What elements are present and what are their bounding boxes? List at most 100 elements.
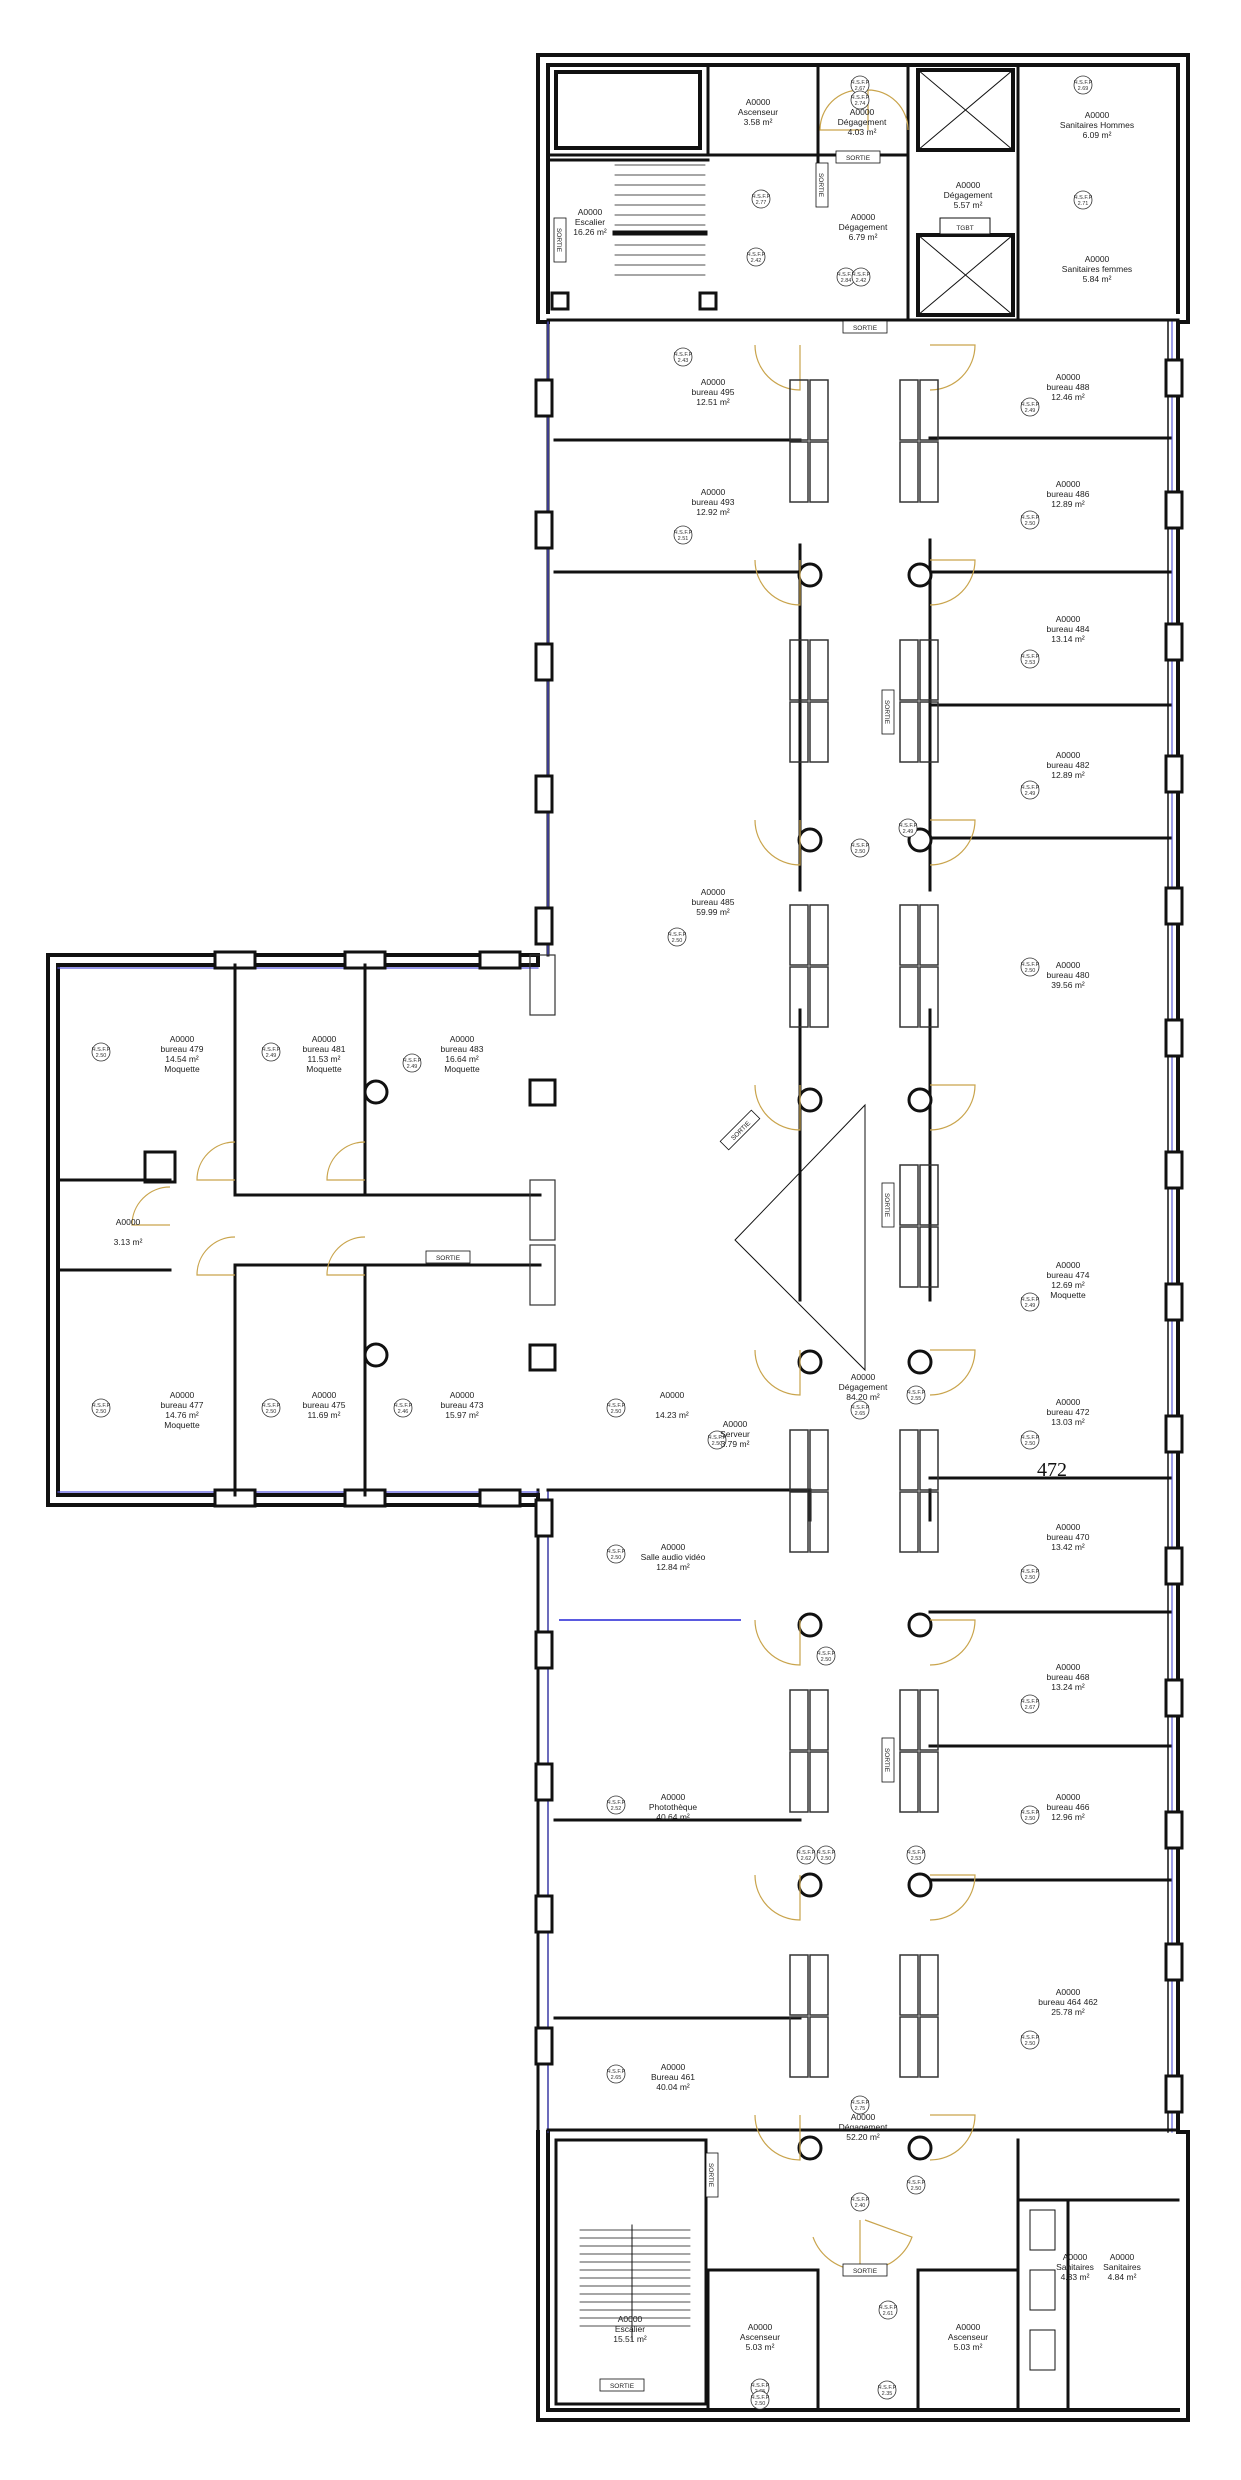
door-swing <box>929 1084 976 1131</box>
room-label-deg-top: Dégagement <box>838 117 887 127</box>
marker-frame <box>599 2378 645 2392</box>
door-swing <box>819 89 861 131</box>
desk <box>899 441 919 503</box>
room-label-b479: bureau 479 <box>160 1044 203 1054</box>
room-label-deg-679: Dégagement <box>839 222 888 232</box>
height-bubble: H.S.F.P2.40 <box>850 2192 870 2212</box>
height-bubble-circle <box>751 189 771 209</box>
desk <box>809 904 829 966</box>
height-bubble-value: 2.62 <box>801 1856 812 1862</box>
marker-text: SORTIE <box>853 2268 878 2275</box>
height-bubble-value: 2.50 <box>821 1657 832 1663</box>
desk <box>789 441 809 503</box>
door-swing <box>929 559 976 606</box>
stair-block <box>554 2138 708 2406</box>
room-label-b482: 12.89 m² <box>1051 770 1085 780</box>
doors-layer <box>131 89 976 2271</box>
height-bubble-value: 2.49 <box>1025 791 1036 797</box>
desk <box>809 966 829 1028</box>
height-bubble-circle <box>261 1398 281 1418</box>
walls-layer <box>46 53 1190 2422</box>
height-bubble-caption: H.S.F.P <box>879 2305 898 2311</box>
room-label-deg-top: 4.03 m² <box>848 127 877 137</box>
sortie-marker: SORTIE <box>425 1250 471 1264</box>
room-label-b485: bureau 485 <box>691 897 734 907</box>
height-bubble-circle <box>1020 1694 1040 1714</box>
desk <box>899 2016 919 2078</box>
room-label-asc-bot1: Ascenseur <box>740 2332 780 2342</box>
room-label-b482: A0000 <box>1056 750 1081 760</box>
desk <box>919 2016 939 2078</box>
round-column <box>797 1872 823 1898</box>
desk <box>789 1689 809 1751</box>
facade-pier <box>1164 1150 1184 1190</box>
room-label-deg-679: 6.79 m² <box>849 232 878 242</box>
height-bubble: H.S.F.P2.74 <box>850 90 870 110</box>
height-bubble-caption: H.S.F.P <box>1021 1810 1040 1816</box>
height-bubble-caption: H.S.F.P <box>851 843 870 849</box>
room-label-b479: Moquette <box>164 1064 200 1074</box>
height-bubble-caption: H.S.F.P <box>851 2197 870 2203</box>
height-bubble-value: 2.67 <box>855 86 866 92</box>
room-label-deg-557: A0000 <box>956 180 981 190</box>
desk <box>899 904 919 966</box>
door-swing <box>754 1349 801 1396</box>
room-label-asc-top: A0000 <box>746 97 771 107</box>
height-bubble-value: 2.50 <box>1025 1816 1036 1822</box>
marker-text: SORTIE <box>853 325 878 332</box>
height-bubble-caption: H.S.F.P <box>394 1403 413 1409</box>
marker-frame <box>881 1182 895 1228</box>
room-label-asc-bot2: Ascenseur <box>948 2332 988 2342</box>
marker-text: SORTIE <box>883 1193 890 1218</box>
height-bubble-circle <box>1020 780 1040 800</box>
desk <box>899 379 919 441</box>
height-bubble: H.S.F.P2.65 <box>606 2064 626 2084</box>
height-bubble: H.S.F.P2.49 <box>1020 1292 1040 1312</box>
desk <box>809 1751 829 1813</box>
height-bubble-caption: H.S.F.P <box>817 1850 836 1856</box>
height-bubble-caption: H.S.F.P <box>1021 402 1040 408</box>
height-bubble-caption: H.S.F.P <box>1021 515 1040 521</box>
room-label-esc-top: 16.26 m² <box>573 227 607 237</box>
height-bubble-caption: H.S.F.P <box>403 1058 422 1064</box>
height-bubble-circle <box>851 267 871 287</box>
room-label-b477: A0000 <box>170 1390 195 1400</box>
marker-frame <box>881 689 895 735</box>
room-label-audio: 12.84 m² <box>656 1562 690 1572</box>
sanitary <box>1029 2269 1056 2311</box>
height-bubble: H.S.F.P2.65 <box>850 1400 870 1420</box>
room-label-serveur: 3.79 m² <box>721 1439 750 1449</box>
height-bubble-value: 2.50 <box>611 1555 622 1561</box>
height-bubble-circle <box>606 2064 626 2084</box>
height-bubble: H.S.F.P2.46 <box>393 1398 413 1418</box>
height-bubble: H.S.F.P2.50 <box>816 1845 836 1865</box>
room-label-r313: A0000 <box>116 1217 141 1227</box>
room-label-b474: Moquette <box>1050 1290 1086 1300</box>
room-label-deg-5220: A0000 <box>851 2112 876 2122</box>
door-swing <box>131 1186 171 1226</box>
desk <box>919 1751 939 1813</box>
column <box>528 1078 557 1107</box>
height-bubble: H.S.F.P2.67 <box>1020 1694 1040 1714</box>
room-label-b474: A0000 <box>1056 1260 1081 1270</box>
desk <box>899 1954 919 2016</box>
facade-pier <box>534 378 554 418</box>
height-bubble-value: 2.69 <box>1078 86 1089 92</box>
height-bubble: H.S.F.P2.50 <box>850 838 870 858</box>
room-label-b464: A0000 <box>1056 1987 1081 1997</box>
desk <box>919 1164 939 1226</box>
height-bubble-circle <box>673 347 693 367</box>
height-bubble-circle <box>1020 1805 1040 1825</box>
height-bubble-circle <box>906 2175 926 2195</box>
door-swing <box>754 344 801 391</box>
desk <box>919 966 939 1028</box>
room-label-b485: A0000 <box>701 887 726 897</box>
room-label-b495: A0000 <box>701 377 726 387</box>
door-swing <box>929 344 976 391</box>
height-bubble-value: 2.50 <box>755 2401 766 2407</box>
height-bubble-caption: H.S.F.P <box>797 1850 816 1856</box>
height-bubble-circle <box>1020 510 1040 530</box>
desk <box>919 1689 939 1751</box>
room-label-asc-bot2: 5.03 m² <box>954 2342 983 2352</box>
